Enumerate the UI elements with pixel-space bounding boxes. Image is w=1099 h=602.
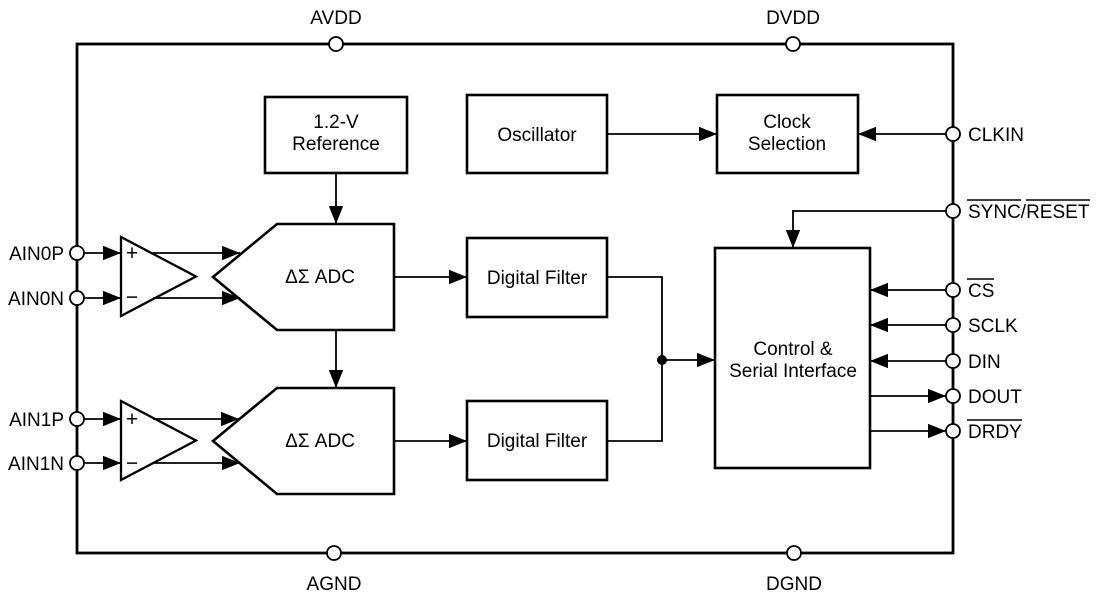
pin-dvdd-label: DVDD — [766, 8, 820, 29]
pin-cs-label: CS — [968, 281, 994, 302]
pin-dgnd-label: DGND — [766, 574, 822, 595]
pin-sclk-label: SCLK — [968, 316, 1018, 337]
wire-filter0-out — [607, 276, 663, 360]
reference-label-line2: Reference — [292, 134, 380, 155]
wire-sync-reset-to-control — [785, 210, 946, 248]
pin-dout — [945, 388, 961, 404]
control-serial-label-line1: Control & — [753, 339, 833, 360]
clock-selection-label-line2: Selection — [748, 134, 826, 155]
pin-dvdd — [785, 36, 801, 52]
clock-selection-label-line1: Clock — [763, 112, 811, 133]
pin-ain1p-label: AIN1P — [9, 410, 64, 431]
amplifier1 — [119, 399, 199, 482]
pin-drdy — [945, 423, 961, 439]
amplifier0 — [119, 235, 199, 318]
block-digital-filter1 — [465, 399, 609, 482]
pin-drdy-label: DRDY — [968, 422, 1022, 443]
pin-sync-reset — [945, 203, 961, 219]
slash-part: / — [1021, 202, 1027, 223]
pin-ain0n-label: AIN0N — [8, 289, 64, 310]
sync-part: SYNC — [968, 202, 1021, 223]
block-adc1 — [210, 386, 396, 496]
pin-dout-label: DOUT — [968, 387, 1022, 408]
amplifier0-minus-sign: − — [126, 286, 138, 309]
block-control-serial-interface — [713, 246, 872, 470]
pin-agnd — [326, 545, 342, 561]
digital-filter1-label: Digital Filter — [487, 431, 588, 452]
pin-agnd-label: AGND — [307, 574, 362, 595]
pin-clkin — [945, 126, 961, 142]
adc0-label: ΔΣ ADC — [285, 267, 355, 288]
digital-filter0-label: Digital Filter — [487, 268, 588, 289]
pin-avdd-label: AVDD — [310, 8, 361, 29]
pin-ain1n — [69, 455, 85, 471]
pin-din — [945, 353, 961, 369]
pin-clkin-label: CLKIN — [968, 125, 1024, 146]
reset-part: RESET — [1026, 202, 1090, 223]
pin-ain0n — [69, 290, 85, 306]
pin-ain0p — [69, 245, 85, 261]
junction-dot — [657, 355, 667, 365]
block-oscillator — [465, 93, 609, 175]
pin-avdd — [328, 36, 344, 52]
adc1-label: ΔΣ ADC — [285, 431, 355, 452]
oscillator-label: Oscillator — [497, 125, 577, 146]
wire-filter1-out — [607, 360, 663, 442]
reference-label-line1: 1.2-V — [313, 112, 359, 133]
pin-ain1n-label: AIN1N — [8, 454, 64, 475]
pin-ain1p — [69, 411, 85, 427]
amplifier0-plus-sign: + — [126, 242, 138, 265]
control-serial-label-line2: Serial Interface — [729, 361, 857, 382]
pin-ain0p-label: AIN0P — [9, 244, 64, 265]
pin-dgnd — [786, 545, 802, 561]
amplifier1-minus-sign: − — [126, 452, 138, 475]
pin-cs — [945, 282, 961, 298]
pin-din-label: DIN — [968, 352, 1001, 373]
pin-sclk — [945, 317, 961, 333]
amplifier1-plus-sign: + — [126, 408, 138, 431]
pin-sync-reset-label: SYNC/RESET — [968, 202, 1090, 223]
